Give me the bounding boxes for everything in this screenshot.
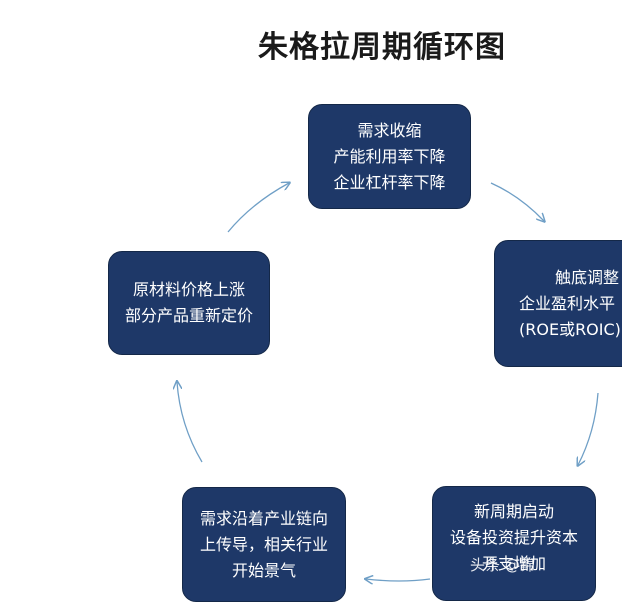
- arrow-node4-to-node5: [177, 382, 203, 463]
- node-line: 部分产品重新定价: [124, 306, 253, 325]
- arrow-node2-to-node3: [578, 392, 599, 465]
- node-raw-material-price-rise: 原材料价格上涨 部分产品重新定价: [108, 251, 270, 355]
- node-demand-contraction: 需求收缩 产能利用率下降 企业杠杆率下降: [308, 104, 471, 209]
- node-line: 需求沿着产业链向: [199, 509, 328, 528]
- watermark-text: 头条 @锦: [470, 556, 535, 574]
- node-new-cycle-start: 新周期启动 设备投资提升资本 开支增加: [432, 486, 596, 601]
- node-line: 触底调整: [555, 268, 620, 287]
- node-line: 需求收缩: [357, 120, 422, 140]
- arrow-node1-to-node2: [490, 182, 544, 221]
- node-line: 开支增加: [481, 554, 546, 573]
- node-line: 开始景气: [231, 561, 296, 580]
- node-line: 原材料价格上涨: [132, 280, 245, 299]
- node-line: 产能利用率下降: [333, 146, 446, 166]
- arrow-node5-to-node1: [227, 183, 289, 233]
- node-line: 企业盈利水平: [519, 294, 616, 313]
- node-line: 上传导，相关行业: [199, 535, 328, 554]
- node-line: 设备投资提升资本: [449, 528, 578, 547]
- node-demand-transmission: 需求沿着产业链向 上传导，相关行业 开始景气: [182, 487, 346, 602]
- cycle-arrows: [0, 0, 599, 586]
- node-line: 新周期启动: [473, 502, 554, 521]
- node-bottom-adjustment: 触底调整 企业盈利水平 (ROE或ROIC): [494, 240, 622, 367]
- node-line: (ROE或ROIC): [519, 320, 621, 339]
- diagram-title: 朱格拉周期循环图: [258, 30, 506, 65]
- arrow-node3-to-node4: [366, 579, 431, 581]
- node-line: 企业杠杆率下降: [333, 172, 446, 192]
